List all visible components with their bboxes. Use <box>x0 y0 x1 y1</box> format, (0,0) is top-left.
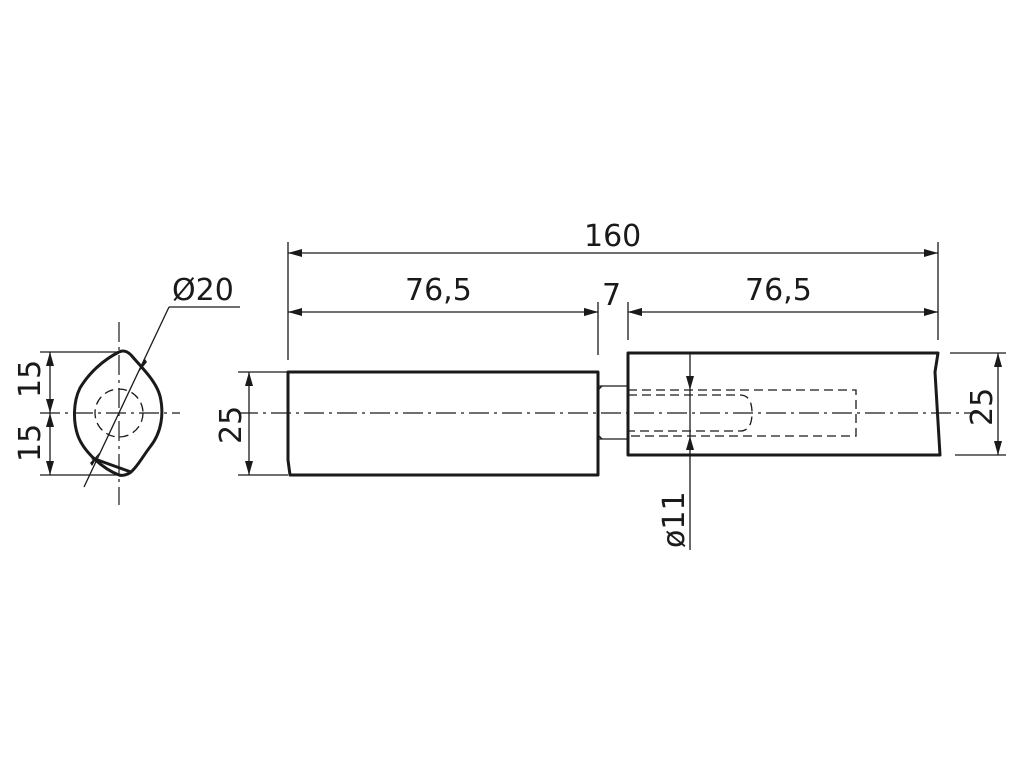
pin-diameter-arrow-top <box>686 376 694 390</box>
left-diameter-label: 25 <box>214 406 249 444</box>
total-length-arrow-left <box>288 249 302 257</box>
end-view-flat-edge <box>91 456 132 474</box>
gap-arrow-left <box>584 308 598 316</box>
right-cylinder-outline <box>626 351 942 457</box>
side-view: 160 76,5 7 76,5 25 25 ø11 <box>214 219 1006 550</box>
right-length-label: 76,5 <box>745 273 812 308</box>
gap-label: 7 <box>602 278 621 313</box>
pin-chamfer-top <box>597 385 603 391</box>
end-view-lower-label: 15 <box>13 424 48 462</box>
right-cylinder-hidden-bore <box>628 389 857 437</box>
left-length-arrow-left <box>288 308 302 316</box>
diameter-leader-arrow-top <box>137 359 147 374</box>
end-view-arrow-4 <box>46 461 54 475</box>
total-length-label: 160 <box>584 219 641 254</box>
right-cylinder-hidden-pin <box>628 394 753 432</box>
end-view-arrow-2 <box>46 399 54 413</box>
pin-diameter-arrow-bottom <box>686 436 694 450</box>
left-diameter-arrow-bottom <box>245 461 253 475</box>
right-length-arrow-left <box>628 308 642 316</box>
total-length-arrow-right <box>924 249 938 257</box>
end-view-arrow-1 <box>46 352 54 366</box>
right-diameter-arrow-bottom <box>994 441 1002 455</box>
end-view-diameter-label: Ø20 <box>172 273 234 308</box>
left-diameter-arrow-top <box>245 372 253 386</box>
pin-chamfer-bottom <box>597 434 603 440</box>
end-view: Ø20 15 15 <box>13 273 240 505</box>
right-diameter-arrow-top <box>994 353 1002 367</box>
right-length-arrow-right <box>924 308 938 316</box>
end-view-arrow-3 <box>46 413 54 427</box>
right-diameter-label: 25 <box>965 388 1000 426</box>
left-length-label: 76,5 <box>405 273 472 308</box>
diameter-leader-arrow-bottom <box>90 451 101 466</box>
pin-diameter-label: ø11 <box>657 491 692 548</box>
diameter-leader-diagonal <box>83 306 170 488</box>
end-view-upper-label: 15 <box>13 360 48 398</box>
left-cylinder-outline <box>286 370 600 477</box>
